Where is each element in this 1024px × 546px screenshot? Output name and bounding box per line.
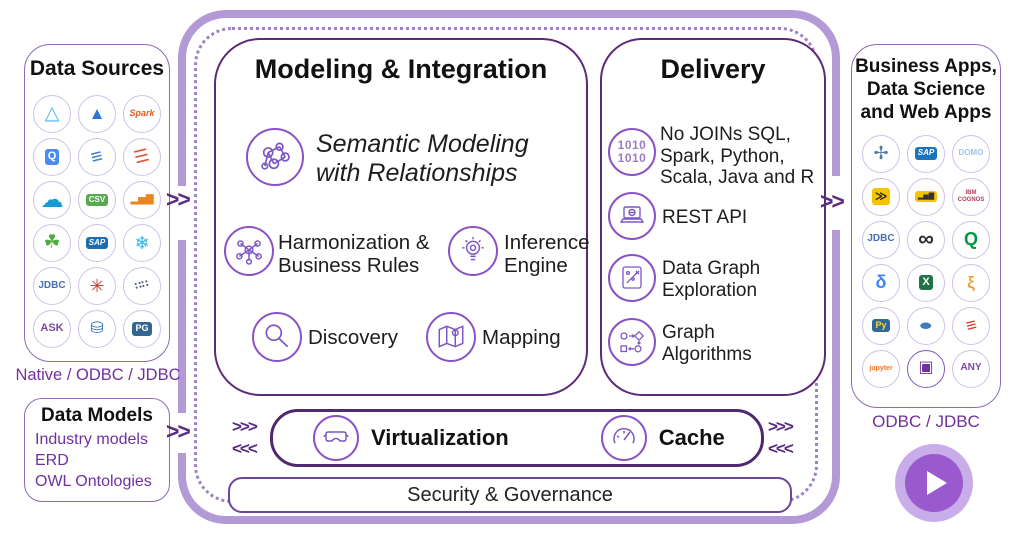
- border-gap: [175, 186, 189, 240]
- exploration-map-icon: [608, 254, 656, 302]
- rest-api-label: REST API: [662, 207, 748, 228]
- cache-item: Cache: [600, 415, 725, 461]
- mapping-icon: [426, 312, 476, 362]
- semantic-modeling-label: Semantic Modeling with Relationships: [316, 130, 529, 187]
- snowflake-icon: ❄: [123, 224, 161, 262]
- play-button[interactable]: [895, 444, 973, 522]
- postgresql-icon: PG: [123, 310, 161, 348]
- harmonization-icon: [224, 226, 274, 276]
- border-gap: [175, 413, 189, 453]
- domo-icon: DOMO: [952, 134, 990, 173]
- db2-icon: ⛁: [78, 310, 116, 348]
- discovery-label: Discovery: [308, 326, 398, 349]
- layers-icon: ☰: [123, 138, 161, 176]
- graph-algorithms-label: Graph Algorithms: [662, 322, 752, 365]
- binary-code-icon: 1010 1010: [608, 128, 656, 176]
- discovery-icon: [252, 312, 302, 362]
- flow-arrow-virt-out: <<<: [232, 439, 258, 458]
- ibm-cognos-icon: IBM COGNOS: [952, 177, 990, 216]
- bar-chart-db-icon: ▂▅▇: [123, 181, 161, 219]
- virtualization-cache-box: Virtualization Cache: [270, 409, 764, 467]
- python-icon: Py: [862, 306, 900, 345]
- modeling-integration-title: Modeling & Integration: [254, 54, 548, 84]
- business-apps-caption: ODBC / JDBC: [872, 412, 980, 431]
- mongodb-icon: ☘: [33, 224, 71, 262]
- inference-engine-icon: [448, 226, 498, 276]
- data-sources-caption: Native / ODBC / JDBC: [15, 366, 181, 384]
- gauge-icon: [600, 415, 647, 461]
- spark-icon: Spark: [123, 95, 161, 133]
- harmonization-label: Harmonization & Business Rules: [278, 231, 430, 278]
- zeppelin-icon: ●: [907, 306, 945, 345]
- play-button-inner: [905, 454, 963, 512]
- data-models-item: ERD: [35, 452, 69, 470]
- data-models-title: Data Models: [41, 405, 153, 426]
- web-laptop-icon: ▣: [907, 349, 945, 388]
- tableau-icon: ✢: [862, 134, 900, 173]
- data-lake-stack-icon: ≡: [78, 138, 116, 176]
- sap-icon: SAP: [907, 134, 945, 173]
- semantic-network-icon: [246, 128, 304, 186]
- virtualization-label: Virtualization: [371, 425, 509, 450]
- business-apps-title: Business Apps, Data Science and Web Apps: [855, 56, 997, 124]
- flow-arrow-cache-out: <<<: [768, 439, 794, 458]
- data-models-item: Industry models: [35, 431, 148, 448]
- security-governance-bar: Security & Governance: [228, 477, 792, 513]
- bi-arrows-icon: ≫: [862, 177, 900, 216]
- binary-glyph: 1010 1010: [617, 138, 647, 165]
- platform-outer-frame: [178, 10, 840, 524]
- cache-label: Cache: [658, 425, 725, 450]
- data-sources-title: Data Sources: [29, 57, 165, 80]
- jdbc-icon: JDBC: [862, 220, 900, 259]
- flow-arrow-delivery: >>: [820, 188, 845, 214]
- csv-file-icon: CSV: [78, 181, 116, 219]
- qlik-icon: Q: [952, 220, 990, 259]
- sql-server-burst-icon: ✳: [78, 267, 116, 305]
- modeling-integration-box: Modeling & Integration Semantic Modeling…: [214, 38, 589, 396]
- ask-icon: ASK: [33, 310, 71, 348]
- jdbc-icon: JDBC: [33, 267, 71, 305]
- jupyter-icon: jupyter: [862, 349, 900, 388]
- power-bi-icon: ▂▅▇: [907, 177, 945, 216]
- vr-goggles-icon: [313, 415, 359, 461]
- scala-icon: ≡: [952, 306, 990, 345]
- flow-arrow-sources: >>: [166, 186, 191, 212]
- infinity-icon: ∞: [907, 220, 945, 259]
- flow-arrow-cache-in: >>>: [768, 417, 794, 436]
- salesforce-icon: ☁: [33, 181, 71, 219]
- figure-app-icon: ξ: [952, 263, 990, 302]
- flow-arrow-virt-in: >>>: [232, 417, 258, 436]
- data-models-item: OWL Ontologies: [35, 473, 152, 491]
- security-governance-label: Security & Governance: [407, 483, 613, 506]
- laptop-icon: [608, 192, 656, 240]
- bigquery-icon: Q: [33, 138, 71, 176]
- looker-icon: δ: [862, 263, 900, 302]
- delivery-title: Delivery: [660, 54, 766, 84]
- graph-algorithms-icon: [608, 318, 656, 366]
- play-icon: [927, 471, 947, 495]
- delivery-box: Delivery 1010 1010 No JOINs SQL, Spark, …: [600, 38, 826, 396]
- no-joins-label: No JOINs SQL, Spark, Python, Scala, Java…: [660, 124, 815, 189]
- inference-engine-label: Inference Engine: [504, 231, 590, 278]
- sap-hana-icon: SAP: [78, 224, 116, 262]
- any-icon: ANY: [952, 349, 990, 388]
- flow-arrow-models: >>: [166, 418, 191, 444]
- dotted-flow-icon: ∷∷: [123, 267, 161, 305]
- mapping-label: Mapping: [482, 326, 561, 349]
- azure-data-lake-icon: △: [33, 95, 71, 133]
- azure-icon: ▲: [78, 95, 116, 133]
- business-apps-box: Business Apps, Data Science and Web Apps…: [851, 44, 1001, 408]
- data-models-box: Data Models Industry models ERD OWL Onto…: [24, 398, 170, 502]
- border-gap: [829, 176, 843, 230]
- data-graph-exploration-label: Data Graph Exploration: [662, 258, 761, 301]
- excel-icon: X: [907, 263, 945, 302]
- virtualization-item: Virtualization: [313, 415, 509, 461]
